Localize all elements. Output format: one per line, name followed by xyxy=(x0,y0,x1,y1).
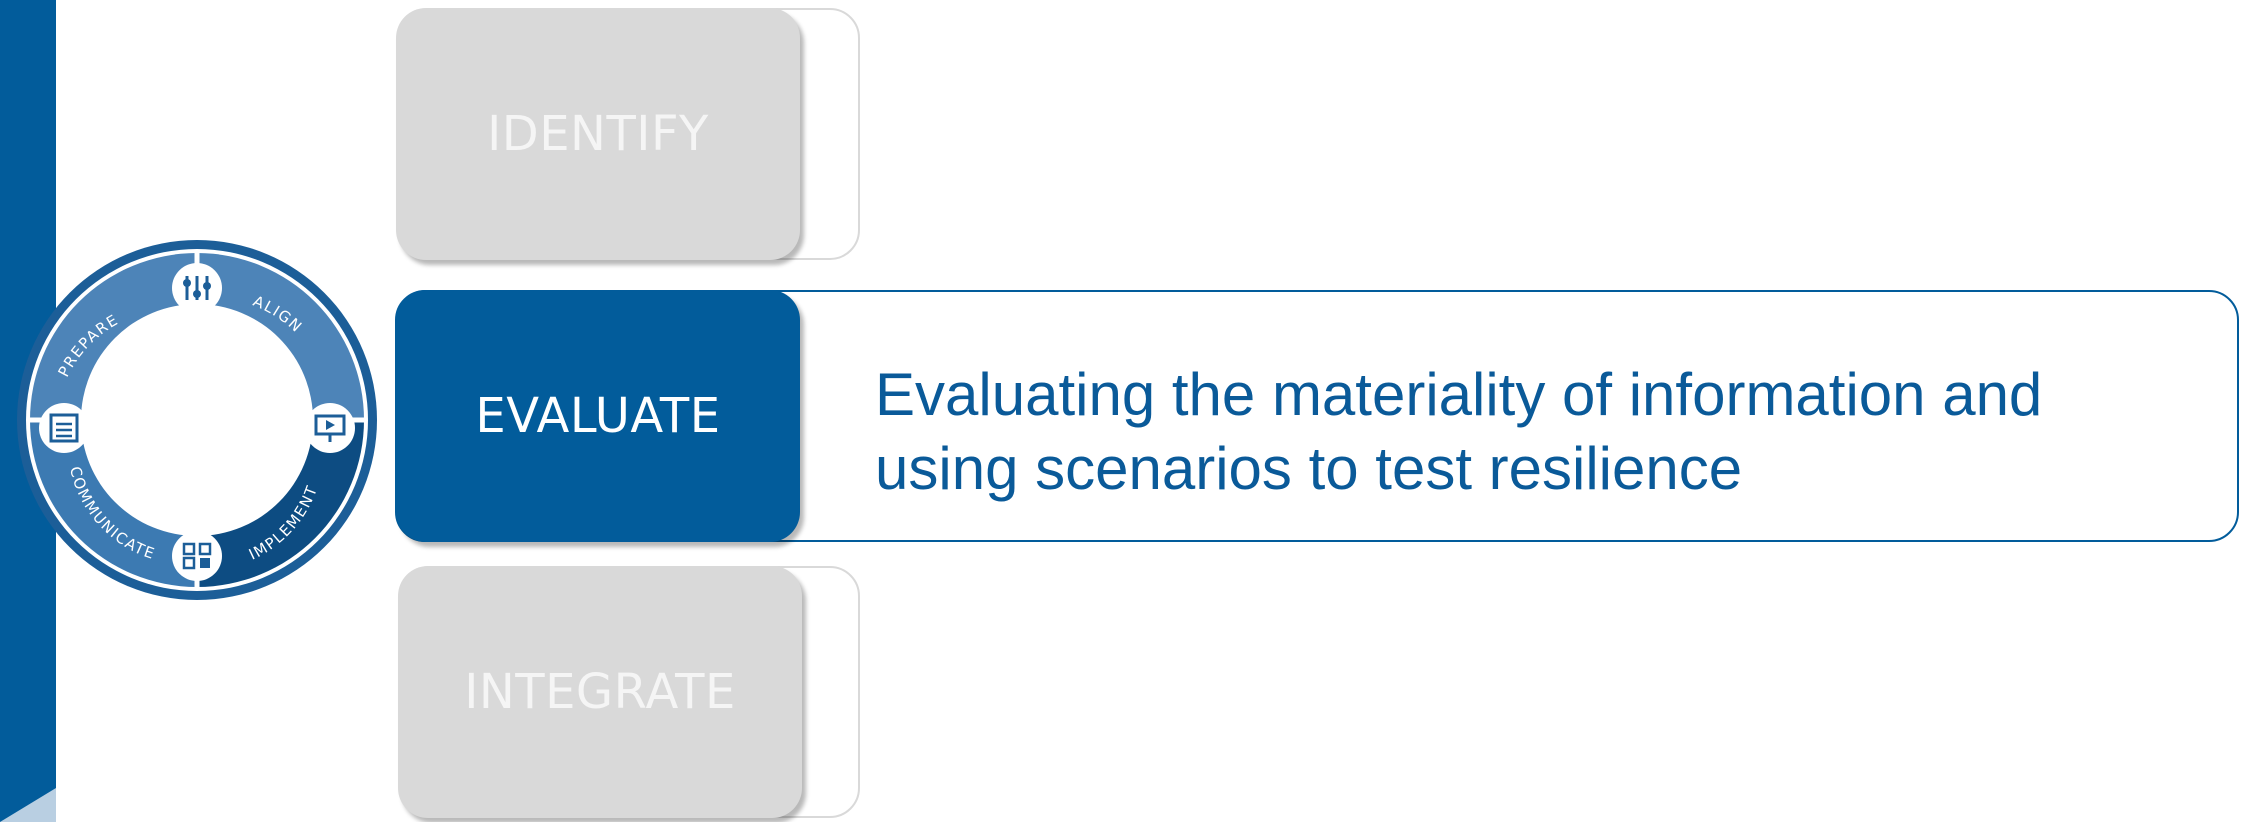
step-integrate-label: INTEGRATE xyxy=(464,664,736,720)
step-identify-button[interactable]: IDENTIFY xyxy=(396,8,800,260)
settings-sliders-icon xyxy=(172,263,222,313)
step-evaluate-label: EVALUATE xyxy=(475,388,721,444)
corner-accent xyxy=(0,788,56,822)
chart-icon xyxy=(172,531,222,581)
evaluate-description: Evaluating the materiality of informatio… xyxy=(875,358,2205,506)
presentation-icon xyxy=(305,403,355,453)
evaluate-description-line-2: using scenarios to test resilience xyxy=(875,435,1743,502)
cycle-center xyxy=(81,304,313,536)
process-cycle-graphic: PREPARE ALIGN IMPLEMENT COMMUNICATE xyxy=(17,240,377,600)
step-identify-label: IDENTIFY xyxy=(487,106,709,162)
step-integrate-button[interactable]: INTEGRATE xyxy=(398,566,802,818)
step-evaluate-button[interactable]: EVALUATE xyxy=(396,290,800,542)
evaluate-description-line-1: Evaluating the materiality of informatio… xyxy=(875,361,2043,428)
checklist-icon xyxy=(39,403,89,453)
